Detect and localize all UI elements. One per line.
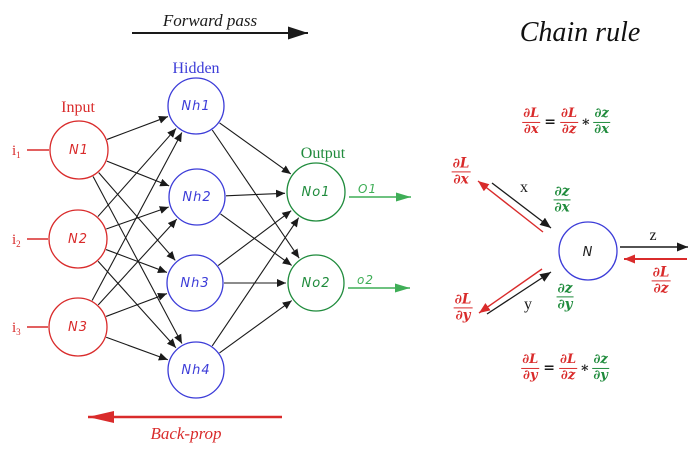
node-label-N1: N1 bbox=[69, 143, 89, 158]
output-label-o2: o2 bbox=[357, 273, 374, 287]
fraction-dz-dx: ∂z∂x bbox=[593, 105, 610, 137]
chain-node-label: N bbox=[583, 245, 594, 260]
equals-sign: = bbox=[544, 114, 557, 130]
var-label-x: x bbox=[520, 179, 528, 196]
node-No1 bbox=[286, 162, 346, 222]
edge-N3-Nh1 bbox=[91, 132, 183, 301]
output-label-O1: O1 bbox=[358, 182, 377, 196]
fraction-dL-dy: ∂L∂y bbox=[521, 351, 540, 383]
node-Nh3 bbox=[166, 254, 224, 312]
node-N2 bbox=[48, 209, 108, 269]
node-N1 bbox=[49, 120, 109, 180]
edge-N1-Nh1 bbox=[106, 115, 169, 140]
edge-N3-Nh2 bbox=[97, 218, 178, 306]
edge-N2-Nh3 bbox=[105, 249, 168, 274]
fraction-dL-dz: ∂L∂z bbox=[560, 105, 579, 137]
edge-Nh4-No2 bbox=[219, 300, 293, 354]
forward-pass-label: Forward pass bbox=[162, 11, 258, 30]
chain-y-forward-arrow bbox=[486, 271, 552, 315]
node-label-Nh2: Nh2 bbox=[182, 190, 211, 205]
layer-label-input: Input bbox=[61, 99, 95, 116]
node-label-No1: No1 bbox=[302, 185, 331, 200]
node-Nh4 bbox=[167, 341, 225, 399]
label-dz-dx: ∂z∂x bbox=[553, 183, 571, 216]
edge-Nh1-No1 bbox=[219, 122, 292, 175]
edge-Nh2-No2 bbox=[220, 213, 293, 266]
chain-y-backward-arrow bbox=[478, 268, 543, 314]
edge-N3-Nh4 bbox=[105, 336, 169, 361]
network-io: i1 i2 i3 O1 o2 bbox=[12, 143, 411, 337]
var-label-z: z bbox=[649, 227, 657, 244]
chain-rule-equation-x: ∂L∂x = ∂L∂z * ∂z∂x bbox=[522, 105, 610, 137]
input-label-i3: i3 bbox=[12, 320, 21, 337]
edge-N1-Nh4 bbox=[92, 176, 183, 344]
edge-N3-Nh3 bbox=[105, 292, 168, 317]
node-label-Nh3: Nh3 bbox=[180, 276, 209, 291]
network-edges bbox=[91, 115, 300, 361]
node-label-N3: N3 bbox=[68, 320, 88, 335]
label-dz-dy: ∂z∂y bbox=[556, 280, 574, 313]
label-dL-dy: ∂L∂y bbox=[453, 291, 473, 324]
fraction-dL-dx: ∂L∂x bbox=[522, 105, 541, 137]
fraction-dL-dz: ∂L∂z bbox=[559, 351, 578, 383]
node-Nh1 bbox=[167, 77, 225, 135]
node-label-Nh1: Nh1 bbox=[181, 99, 210, 114]
node-label-N2: N2 bbox=[68, 232, 88, 247]
input-label-i1: i1 bbox=[12, 143, 21, 160]
fraction-dz-dy: ∂z∂y bbox=[592, 351, 609, 383]
edge-N2-Nh1 bbox=[97, 128, 177, 217]
var-label-y: y bbox=[524, 296, 532, 313]
back-prop-label: Back-prop bbox=[150, 424, 221, 443]
node-Nh2 bbox=[168, 168, 226, 226]
label-dL-dx: ∂L∂x bbox=[451, 155, 471, 188]
input-label-i2: i2 bbox=[12, 232, 21, 249]
node-label-Nh4: Nh4 bbox=[181, 363, 210, 378]
node-label-No2: No2 bbox=[302, 276, 331, 291]
chain-x-forward-arrow bbox=[491, 182, 552, 229]
times-sign: * bbox=[582, 117, 590, 133]
edge-Nh2-No1 bbox=[225, 189, 286, 198]
times-sign: * bbox=[581, 363, 589, 379]
chain-rule-title: Chain rule bbox=[519, 17, 641, 48]
chain-x-backward-arrow bbox=[477, 180, 544, 233]
chain-rule-equation-y: ∂L∂y = ∂L∂z * ∂z∂y bbox=[521, 351, 609, 383]
node-No2 bbox=[287, 254, 345, 312]
edge-Nh3-No1 bbox=[217, 210, 292, 267]
chain-node-circle bbox=[558, 221, 618, 281]
layer-label-hidden: Hidden bbox=[172, 60, 219, 77]
equals-sign: = bbox=[543, 360, 556, 376]
edge-N1-Nh2 bbox=[106, 160, 170, 187]
edge-Nh4-No1 bbox=[211, 217, 300, 347]
label-dL-dz: ∂L∂z bbox=[651, 264, 671, 297]
node-N3 bbox=[48, 297, 108, 357]
edge-N2-Nh2 bbox=[106, 206, 169, 230]
layer-label-output: Output bbox=[301, 145, 346, 162]
